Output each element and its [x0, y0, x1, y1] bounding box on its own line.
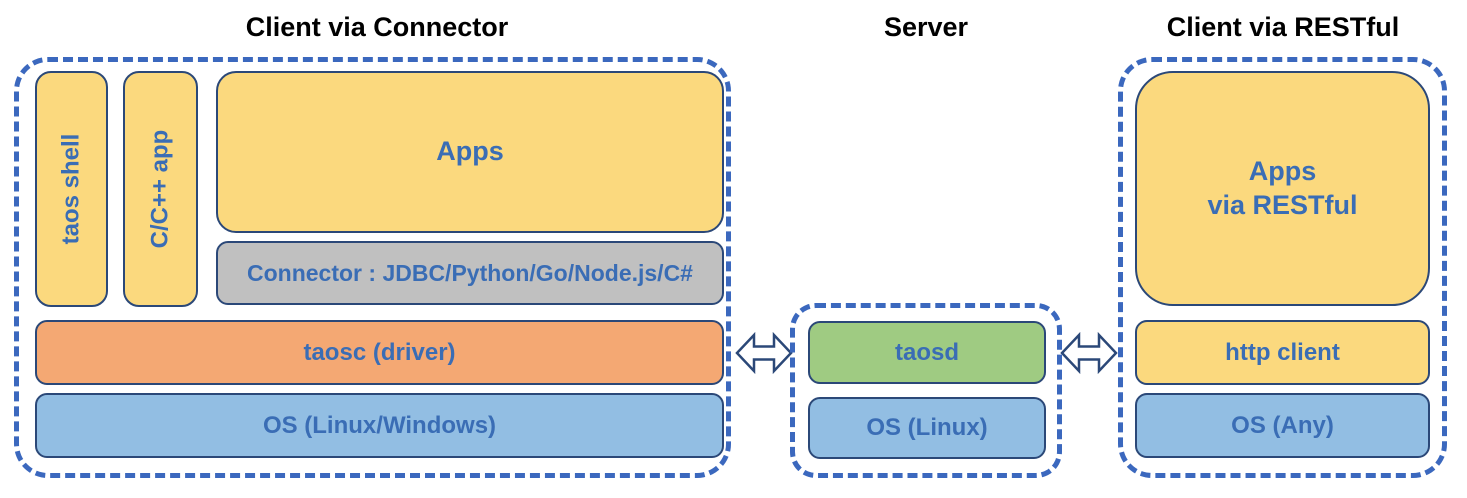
- bidirectional-arrow-icon: [735, 331, 793, 375]
- connector-label: Connector : JDBC/Python/Go/Node.js/C#: [247, 259, 693, 286]
- taos-shell-label: taos shell: [57, 133, 85, 245]
- apps-via-restful-line2: via RESTful: [1207, 189, 1358, 220]
- os-linux-box: OS (Linux): [808, 397, 1046, 459]
- apps-label: Apps: [436, 136, 504, 167]
- os-linux-windows-label: OS (Linux/Windows): [262, 411, 497, 439]
- connector-box: Connector : JDBC/Python/Go/Node.js/C#: [216, 241, 724, 305]
- os-any-label: OS (Any): [1231, 411, 1334, 439]
- restful-client-group: [1118, 57, 1447, 478]
- connector-section-title: Client via Connector: [245, 12, 509, 42]
- http-client-box: http client: [1135, 320, 1430, 385]
- apps-via-restful-line1: Apps: [1248, 155, 1317, 186]
- http-client-label: http client: [1225, 338, 1340, 366]
- os-any-box: OS (Any): [1135, 393, 1430, 458]
- os-linux-windows-box: OS (Linux/Windows): [35, 393, 724, 458]
- taosd-box: taosd: [808, 321, 1046, 384]
- server-section-title: Server: [883, 12, 969, 42]
- connector-client-group: [14, 57, 731, 478]
- taosc-driver-label: taosc (driver): [303, 338, 456, 366]
- os-linux-label: OS (Linux): [866, 414, 988, 441]
- bidirectional-arrow-icon: [1060, 331, 1118, 375]
- server-group: [790, 303, 1062, 478]
- taosc-driver-box: taosc (driver): [35, 320, 724, 385]
- cpp-app-box: C/C++ app: [123, 71, 198, 307]
- restful-section-title: Client via RESTful: [1166, 12, 1400, 42]
- taosd-label: taosd: [894, 338, 959, 366]
- apps-via-restful-box: Apps via RESTful: [1135, 71, 1430, 306]
- apps-via-restful-label: Apps via RESTful: [1207, 155, 1357, 223]
- taos-shell-box: taos shell: [35, 71, 108, 307]
- cpp-app-label: C/C++ app: [146, 129, 174, 249]
- apps-box: Apps: [216, 71, 724, 233]
